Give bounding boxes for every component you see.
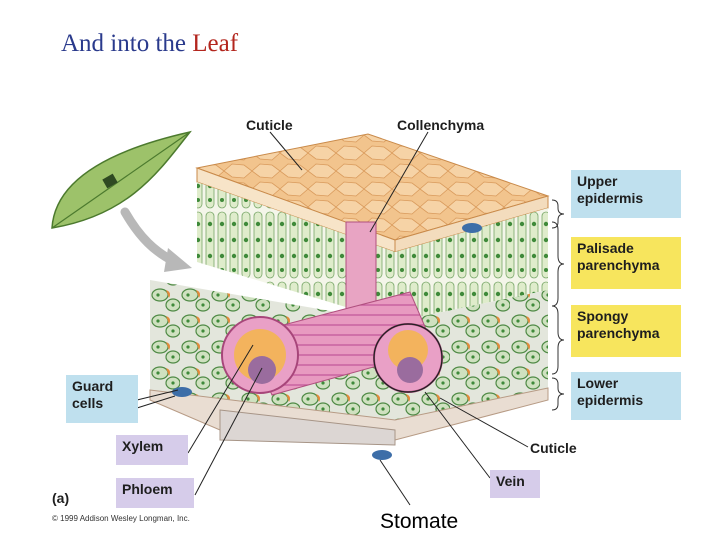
caption-stomate: Stomate (380, 510, 459, 533)
copyright: © 1999 Addison Wesley Longman, Inc. (52, 514, 190, 523)
title-highlight: Leaf (192, 30, 239, 57)
label-lower-epidermis: Lower epidermis (571, 372, 681, 420)
label-cuticle-top: Cuticle (246, 117, 293, 133)
slide-title: And into the Leaf (61, 30, 239, 57)
label-collenchyma: Collenchyma (397, 117, 485, 133)
label-spongy-parenchyma: Spongy parenchyma (571, 305, 681, 357)
label-guard-cells: Guard cells (66, 375, 138, 423)
label-cuticle-bottom: Cuticle (530, 440, 577, 456)
leaf-block (149, 133, 550, 460)
label-phloem: Phloem (116, 478, 194, 508)
leaf-icon (51, 130, 192, 229)
label-xylem: Xylem (116, 435, 188, 465)
layer-brackets (551, 199, 565, 411)
label-palisade-parenchyma: Palisade parenchyma (571, 237, 681, 289)
leader-lines (136, 131, 529, 506)
label-vein: Vein (490, 470, 540, 498)
label-upper-epidermis: Upper epidermis (571, 170, 681, 218)
arrow-icon (120, 207, 192, 272)
panel-label: (a) (52, 490, 70, 506)
